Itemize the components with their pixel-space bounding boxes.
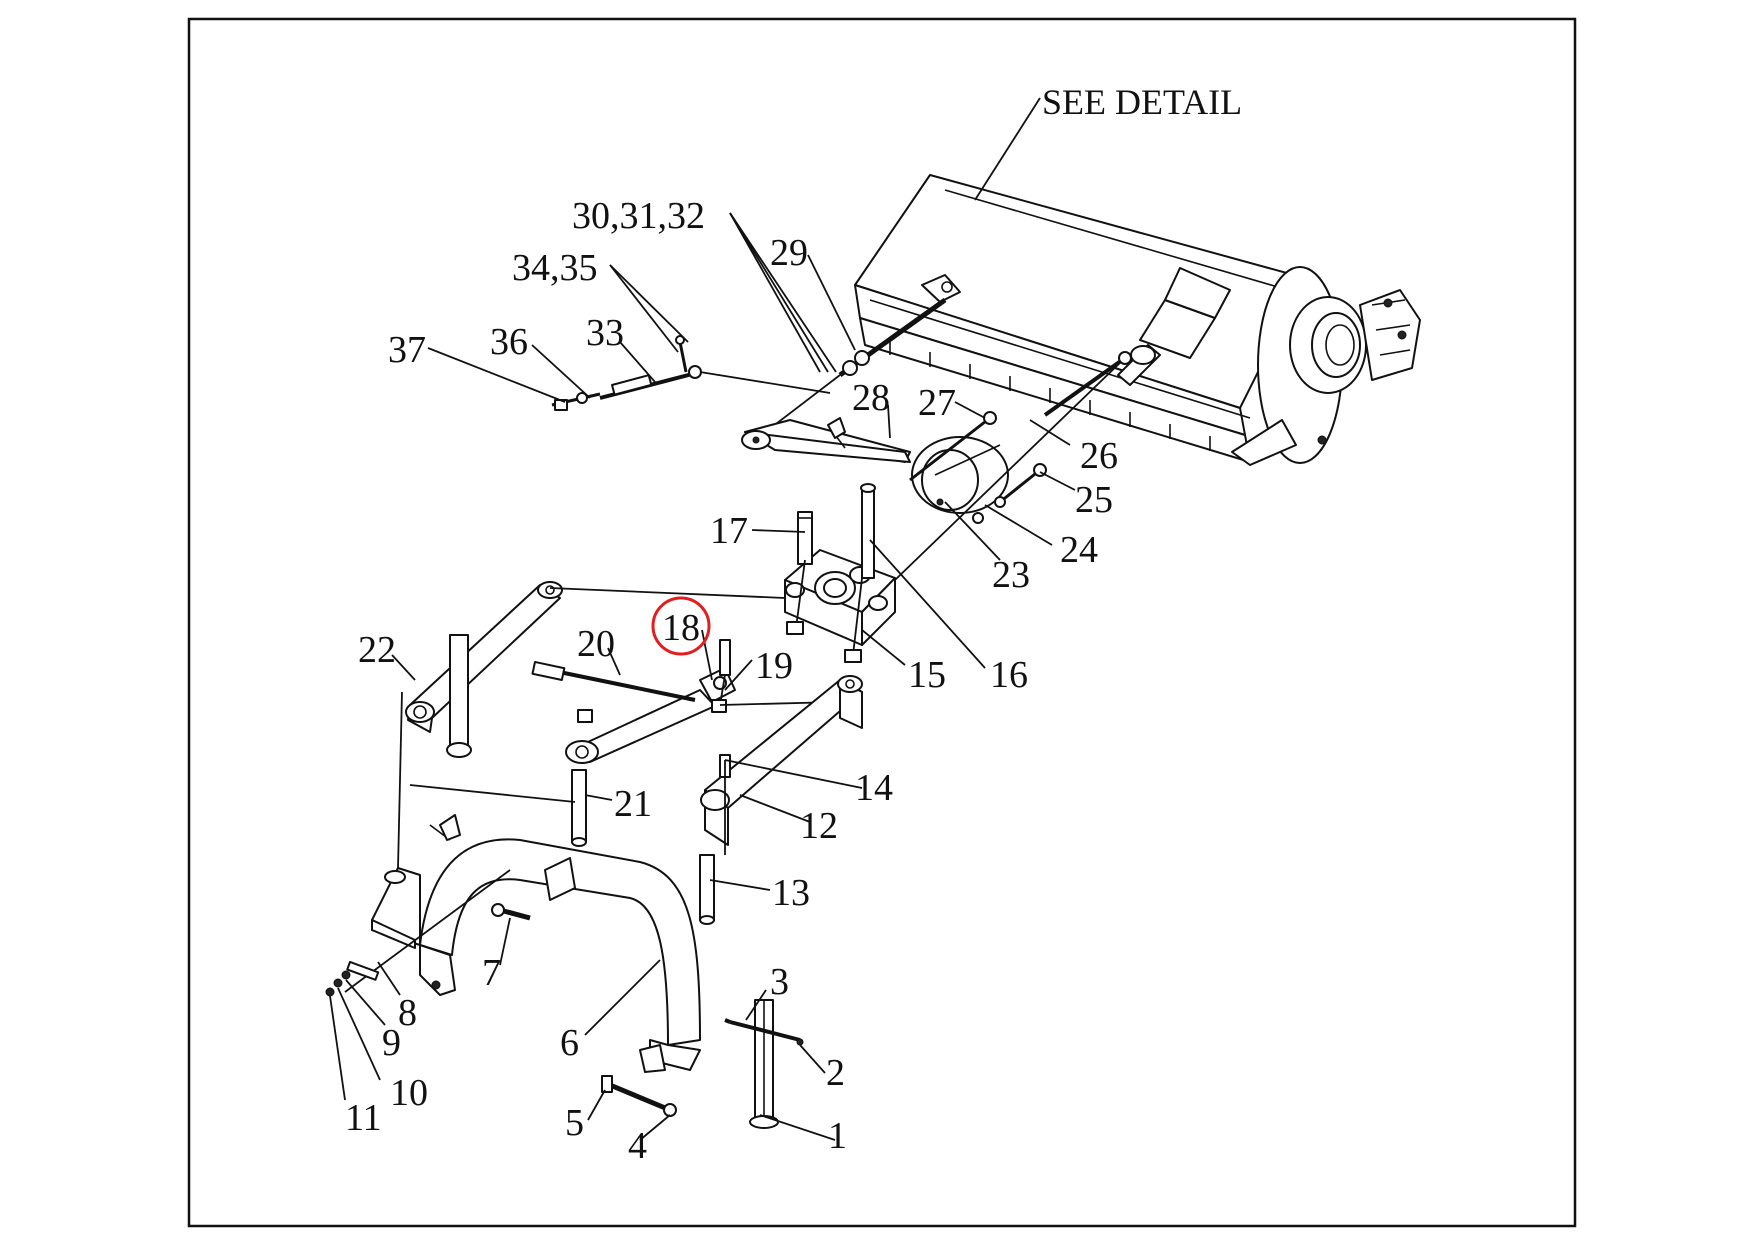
callout-12: 12	[800, 805, 838, 847]
see-detail-label: SEE DETAIL	[1042, 82, 1242, 122]
callout-7: 7	[482, 952, 501, 994]
mower-housing	[854, 174, 1421, 466]
headstock	[784, 483, 896, 663]
center-arm	[531, 639, 839, 847]
callout-30-31-32: 30,31,32	[572, 195, 705, 237]
callout-11: 11	[345, 1097, 382, 1139]
callout-20: 20	[577, 623, 615, 665]
callout-26: 26	[1080, 435, 1118, 477]
left-arm	[405, 581, 786, 758]
callout-8: 8	[398, 992, 417, 1034]
callout-24: 24	[1060, 529, 1098, 571]
callout-28: 28	[852, 377, 890, 419]
callout-3: 3	[770, 961, 789, 1003]
callout-37: 37	[388, 329, 426, 371]
callout-36: 36	[490, 321, 528, 363]
callout-21: 21	[614, 783, 652, 825]
callout-19: 19	[755, 645, 793, 687]
highlight-circle-18	[651, 596, 711, 656]
callout-22: 22	[358, 629, 396, 671]
cylinder-assembly	[741, 297, 1132, 581]
main-frame	[371, 691, 701, 1073]
callout-16: 16	[990, 654, 1028, 696]
diagram-frame	[187, 17, 1577, 1228]
callout-9: 9	[382, 1022, 401, 1064]
callout-17: 17	[710, 510, 748, 552]
callout-23: 23	[992, 554, 1030, 596]
callout-10: 10	[390, 1072, 428, 1114]
callout-18: 18	[662, 607, 700, 649]
callout-25: 25	[1075, 479, 1113, 521]
callout-33: 33	[586, 312, 624, 354]
callout-13: 13	[772, 872, 810, 914]
callout-15: 15	[908, 654, 946, 696]
callout-1: 1	[828, 1115, 847, 1157]
callouts: 1 2 3 4 5 6 7 8 9 10 11 12 13 14 15 16 1…	[345, 195, 1118, 1167]
callout-34-35: 34,35	[512, 247, 598, 289]
callout-5: 5	[565, 1102, 584, 1144]
callout-29: 29	[770, 232, 808, 274]
right-arm	[699, 675, 863, 925]
leader-lines	[329, 212, 1076, 1141]
callout-2: 2	[826, 1052, 845, 1094]
adjuster-rods	[551, 335, 831, 411]
see-detail-leader	[974, 97, 1041, 201]
hitch-pins	[325, 869, 531, 997]
parking-stand	[601, 999, 804, 1129]
callout-6: 6	[560, 1022, 579, 1064]
callout-4: 4	[628, 1125, 647, 1167]
callout-14: 14	[855, 767, 893, 809]
callout-27: 27	[918, 382, 956, 424]
